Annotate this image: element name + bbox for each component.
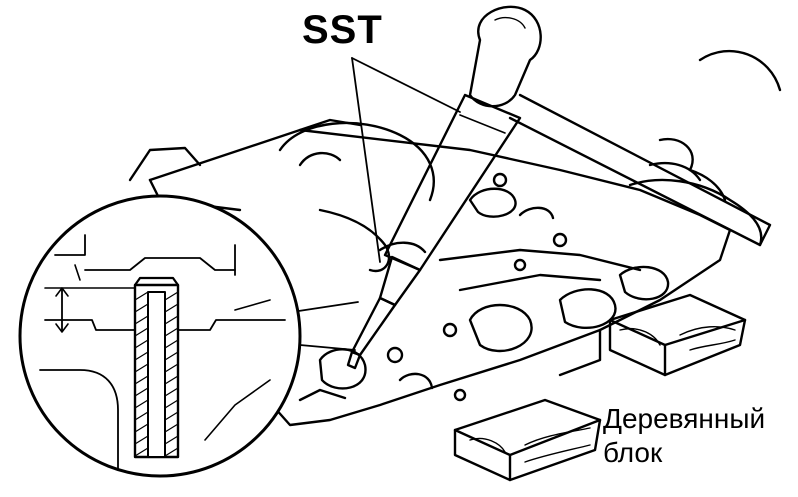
wooden-block-label-line-1: Деревянный [603, 403, 766, 434]
wooden-block-rear [608, 293, 747, 377]
sst-leader-lines [351, 57, 461, 263]
wooden-block-front [453, 398, 602, 482]
sst-driver [346, 93, 522, 370]
cylinder-head [128, 118, 732, 427]
detail-callout [291, 301, 359, 351]
right-hand [628, 49, 782, 247]
wooden-block-label: Деревянный блок [603, 402, 765, 470]
left-hand [278, 121, 435, 273]
wooden-block-label-line-2: блок [603, 437, 663, 468]
detail-circle [18, 194, 302, 478]
sst-label: SST [302, 8, 383, 52]
